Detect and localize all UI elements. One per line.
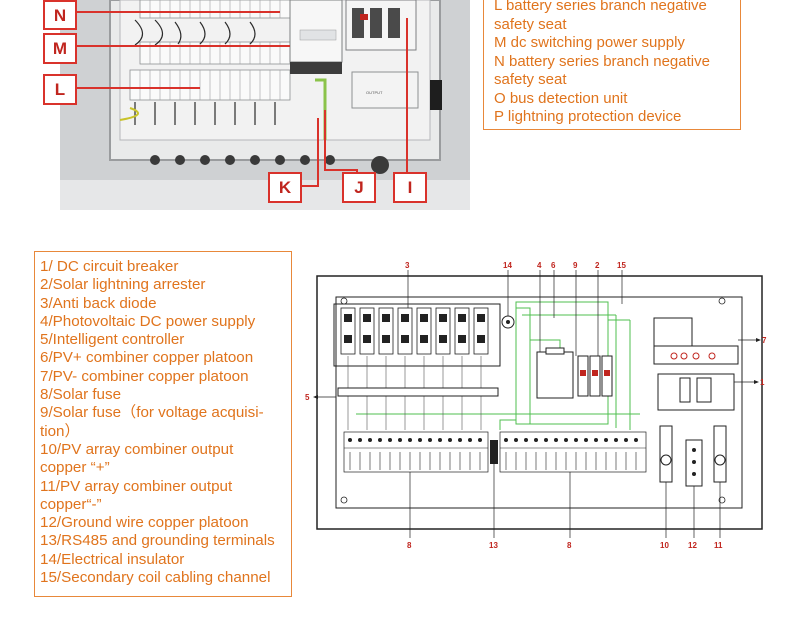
legend-item: P lightning protection device: [494, 108, 682, 125]
callout-j: J: [342, 172, 376, 203]
label-2: 2: [595, 261, 600, 270]
label-8-left: 8: [407, 541, 412, 550]
label-8-right: 8: [567, 541, 572, 550]
legend-item: 6/PV+ combiner copper platoon: [40, 349, 254, 367]
label-14: 14: [503, 261, 512, 270]
legend-item: 5/Intelligent controller: [40, 331, 185, 349]
legend-item: 4/Photovoltaic DC power supply: [40, 312, 256, 330]
legend-item: 12/Ground wire copper platoon: [40, 514, 249, 532]
legend-item: 3/Anti back diode: [40, 294, 157, 312]
label-9: 9: [573, 261, 578, 270]
legend-item: 1/ DC circuit breaker: [40, 258, 179, 275]
label-6: 6: [551, 261, 556, 270]
legend-item: 9/Solar fuse（for voltage acquisi-: [40, 404, 264, 422]
callout-i: I: [393, 172, 427, 203]
diagram-legend: 1/ DC circuit breaker 2/Solar lightning …: [34, 251, 292, 597]
combiner-box-photo: OUTPUT: [60, 0, 470, 210]
legend-item: M dc switching power supply: [494, 34, 685, 51]
callout-l: L: [43, 74, 77, 105]
label-12: 12: [688, 541, 697, 550]
combiner-box-photo-drawing: OUTPUT: [60, 0, 470, 210]
label-7: 7: [762, 336, 767, 345]
legend-item: 2/Solar lightning arrester: [40, 276, 206, 294]
legend-item: copper“-”: [40, 495, 102, 513]
photo-legend: L battery series branch negative safety …: [483, 0, 741, 130]
label-11: 11: [714, 541, 723, 550]
legend-item: 14/Electrical insulator: [40, 550, 185, 568]
label-15: 15: [617, 261, 626, 270]
legend-item: 13/RS485 and grounding terminals: [40, 532, 275, 550]
legend-item: L battery series branch negative: [494, 0, 707, 14]
legend-item: 11/PV array combiner output: [40, 477, 233, 495]
label-4: 4: [537, 261, 542, 270]
legend-item: N battery series branch negative: [494, 52, 710, 70]
legend-item: 7/PV- combiner copper platoon: [40, 367, 249, 385]
callout-n: N: [43, 0, 77, 30]
legend-item: 10/PV array combiner output: [40, 440, 234, 458]
device-output-label: OUTPUT: [366, 90, 383, 95]
label-3: 3: [405, 261, 410, 270]
legend-item: tion）: [40, 422, 80, 440]
legend-item: O bus detection unit: [494, 89, 628, 107]
label-5: 5: [305, 393, 310, 402]
label-10: 10: [660, 541, 669, 550]
label-1: 1: [760, 378, 765, 387]
callout-m: M: [43, 33, 77, 64]
legend-item: safety seat: [494, 71, 567, 88]
legend-item: 8/Solar fuse: [40, 386, 122, 404]
legend-item: safety seat: [494, 15, 567, 33]
callout-k: K: [268, 172, 302, 203]
legend-item: 15/Secondary coil cabling channel: [40, 569, 271, 587]
label-13: 13: [489, 541, 498, 550]
legend-item: copper “+”: [40, 459, 110, 477]
